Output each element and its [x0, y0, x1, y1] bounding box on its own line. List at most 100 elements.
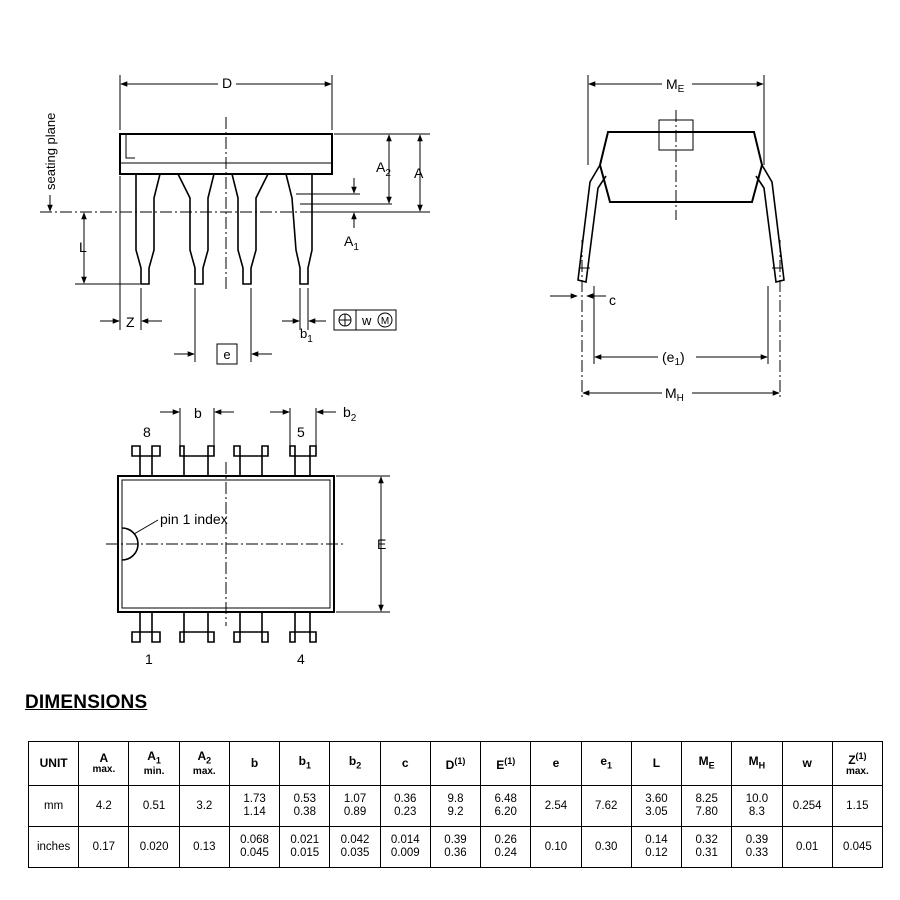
- value-max: 0.068: [240, 834, 269, 846]
- value-max: 0.014: [390, 834, 420, 846]
- column-note: max.: [92, 764, 116, 775]
- dim-label-Z: Z: [126, 314, 135, 330]
- pin-number-1: 1: [145, 651, 153, 667]
- value-cell: 0.17: [78, 826, 130, 868]
- column-symbol: A1: [147, 748, 161, 766]
- max-material-icon: [377, 312, 393, 328]
- value-max: 0.39: [444, 834, 467, 846]
- value-min: 1.14: [243, 806, 266, 818]
- dim-label-ME: ME: [666, 76, 685, 95]
- value-min: 3.05: [645, 806, 668, 818]
- value-min: 8.3: [748, 806, 765, 818]
- column-symbol: e1: [600, 753, 613, 771]
- column-symbol: A2: [197, 748, 212, 766]
- dim-label-A2: A2: [376, 159, 391, 179]
- value-max: 0.30: [595, 840, 618, 853]
- dim-label-e: e: [223, 347, 230, 362]
- value-min: 0.38: [293, 806, 316, 818]
- value-max: 0.14: [645, 834, 668, 846]
- dim-label-MH: MH: [665, 385, 684, 404]
- value-max: 0.51: [142, 799, 166, 812]
- value-max: 0.26: [494, 834, 517, 846]
- value-max: 8.25: [695, 793, 718, 805]
- pin1-index-notch: [121, 527, 139, 561]
- value-min: 9.2: [447, 806, 464, 818]
- column-symbol: Z(1): [848, 751, 867, 767]
- column-header: b2: [329, 741, 381, 786]
- column-symbol: c: [401, 756, 409, 770]
- value-max: 3.2: [196, 799, 213, 812]
- value-cell: 0.10: [530, 826, 582, 868]
- value-min: 0.12: [645, 847, 668, 859]
- value-max: 9.8: [447, 793, 464, 805]
- value-max: 0.36: [394, 793, 417, 805]
- value-max: 0.32: [695, 834, 718, 846]
- value-cell: 0.13: [178, 826, 230, 868]
- value-max: 0.045: [842, 840, 872, 853]
- column-symbol: e: [552, 756, 560, 770]
- value-cell: 7.62: [580, 785, 632, 827]
- dim-label-b: b: [194, 405, 202, 421]
- column-symbol: b2: [348, 753, 362, 771]
- value-cell: 0.020: [128, 826, 180, 868]
- value-max: 0.17: [92, 840, 116, 853]
- column-symbol: ME: [698, 753, 715, 771]
- value-min: 0.009: [390, 847, 420, 859]
- value-max: 0.53: [293, 793, 316, 805]
- value-cell: 0.01: [781, 826, 833, 868]
- top-view-pins-lower: [131, 612, 317, 643]
- dim-label-A: A: [414, 165, 424, 181]
- column-header: b: [228, 741, 281, 786]
- column-symbol: E(1): [496, 756, 516, 772]
- value-cell: 0.30: [580, 826, 632, 868]
- value-max: 6.48: [494, 793, 517, 805]
- value-max: 1.15: [846, 799, 869, 812]
- value-max: 7.62: [595, 799, 618, 812]
- column-header: ME: [681, 741, 733, 786]
- column-header: L: [630, 741, 683, 786]
- dim-label-E: E: [377, 536, 386, 552]
- column-header: e: [530, 741, 582, 786]
- value-max: 0.01: [795, 840, 819, 853]
- value-min: 0.24: [494, 847, 517, 859]
- value-cell: 0.254: [781, 785, 833, 827]
- side-view: D A2 A A1 seating plane L Z b1: [40, 74, 430, 365]
- value-max: 2.54: [544, 799, 568, 812]
- value-cell: 1.15: [831, 785, 884, 827]
- column-header: e1: [580, 741, 632, 786]
- package-outline-drawing: D A2 A A1 seating plane L Z b1: [40, 74, 785, 667]
- dim-label-c: c: [609, 292, 616, 308]
- value-cell: 0.045: [831, 826, 884, 868]
- value-min: 0.36: [444, 847, 467, 859]
- end-view-body: [598, 131, 764, 203]
- value-min: 7.80: [695, 806, 718, 818]
- value-max: 1.07: [343, 793, 367, 805]
- dim-label-b2: b2: [343, 404, 357, 424]
- tolerance-w-label: w: [361, 313, 372, 328]
- position-tolerance-frame: w M: [333, 309, 397, 331]
- dim-label-b1: b1: [300, 326, 313, 345]
- top-view: pin 1 index E b b2 8 5 1 4: [106, 404, 390, 667]
- column-symbol: b: [250, 756, 259, 770]
- column-symbol: UNIT: [39, 756, 68, 770]
- column-header: D(1): [429, 741, 482, 786]
- value-min: 0.015: [290, 847, 320, 859]
- value-min: 0.045: [240, 847, 269, 859]
- column-symbol: A: [99, 751, 109, 765]
